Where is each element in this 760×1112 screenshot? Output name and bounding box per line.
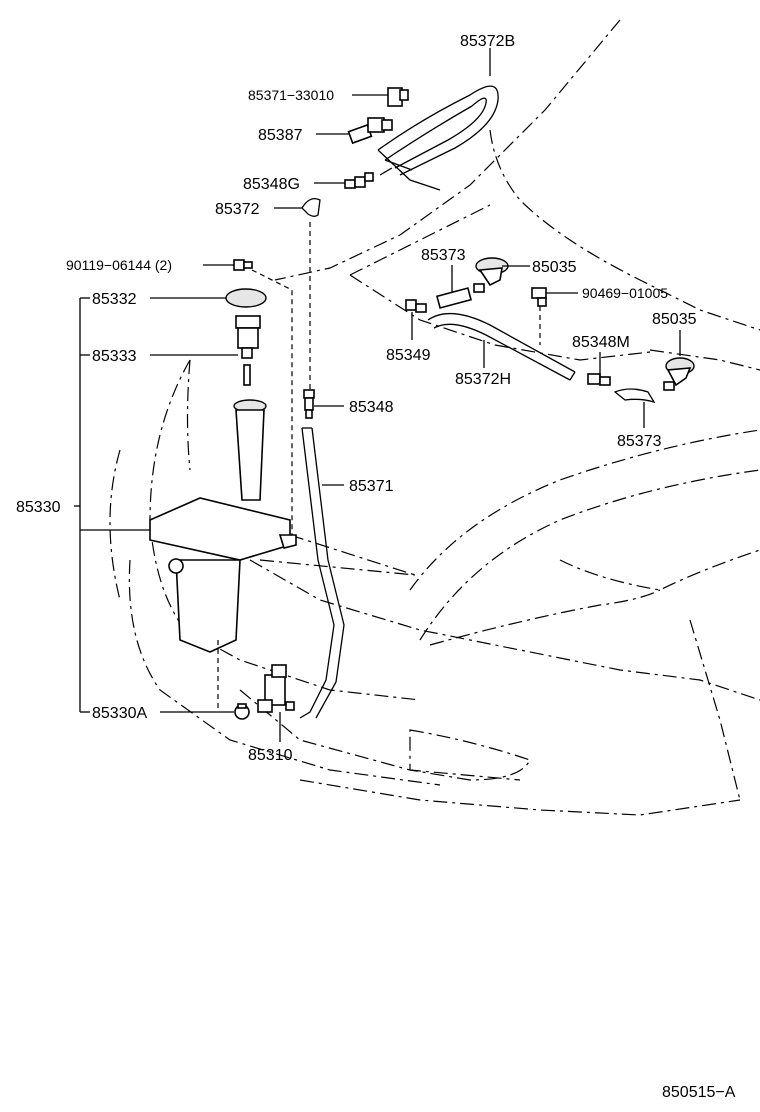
figure-code: 850515−A (662, 1084, 736, 1101)
label-85348M: 85348M (572, 334, 630, 351)
joint-85348 (303, 389, 315, 419)
pump-85310 (257, 664, 295, 713)
label-85035-lower: 85035 (652, 311, 697, 328)
clip-90469 (531, 287, 547, 307)
joint-85349 (405, 299, 427, 313)
label-85332: 85332 (92, 291, 137, 308)
hose-85372 (301, 197, 321, 217)
cap-85332 (225, 288, 267, 308)
strainer-85333 (235, 315, 261, 386)
grommet-85330A (234, 703, 250, 720)
clamp-85387 (347, 117, 393, 145)
label-85371: 85371 (349, 478, 394, 495)
hidden-lines (217, 222, 541, 712)
hose-85372B (377, 85, 499, 191)
label-85330A: 85330A (92, 705, 147, 722)
label-85373-lower: 85373 (617, 433, 662, 450)
label-85333: 85333 (92, 348, 137, 365)
label-85371-33010: 85371−33010 (248, 87, 334, 103)
label-85372: 85372 (215, 201, 260, 218)
label-85330: 85330 (16, 499, 61, 516)
hose-85373-upper (436, 287, 472, 309)
joint-85348M (587, 373, 611, 386)
hose-85373-lower (613, 388, 656, 404)
label-85372B: 85372B (460, 33, 515, 50)
part-labels: 85372B 85371−33010 85387 85348G 85372 90… (16, 33, 736, 1101)
label-90469: 90469−01005 (582, 285, 668, 301)
bolt-90119 (233, 259, 253, 271)
nozzle-85035-lower (663, 357, 695, 391)
label-85373-upper: 85373 (421, 247, 466, 264)
label-90119: 90119−06144 (2) (66, 257, 172, 273)
label-85348: 85348 (349, 399, 394, 416)
label-85348G: 85348G (243, 176, 300, 193)
label-85035-upper: 85035 (532, 259, 577, 276)
hose-85371 (299, 427, 345, 719)
label-85387: 85387 (258, 127, 303, 144)
clamp-85371-33010 (387, 87, 409, 107)
hose-85372H (427, 312, 576, 381)
joint-85348G (344, 172, 374, 189)
vehicle-outline (109, 19, 760, 816)
leader-lines (74, 48, 681, 742)
tank-85330 (149, 399, 297, 653)
label-85310: 85310 (248, 747, 293, 764)
label-85349: 85349 (386, 347, 431, 364)
nozzle-85035-upper (473, 257, 509, 293)
label-85372H: 85372H (455, 371, 511, 388)
